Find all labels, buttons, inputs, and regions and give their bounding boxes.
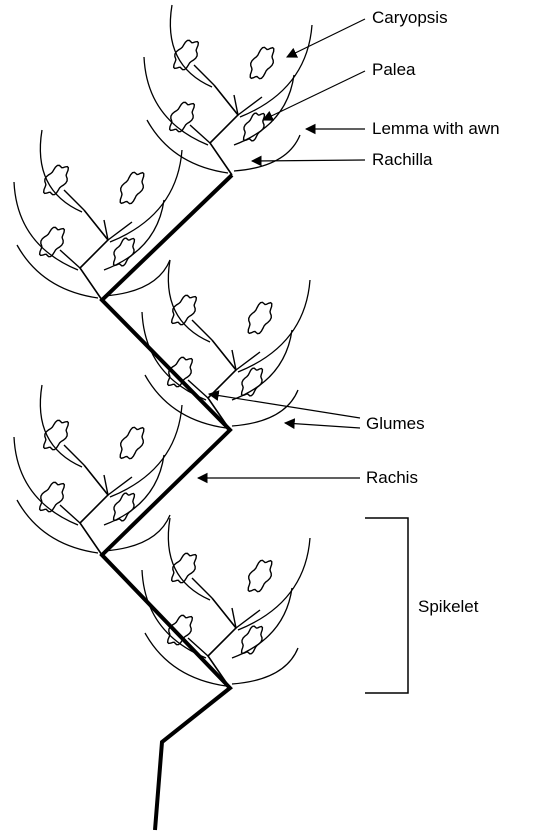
lemma-awn (40, 130, 82, 212)
floret (242, 297, 278, 339)
glume (17, 245, 98, 298)
lemma-awn (238, 538, 310, 630)
lemma-awn (110, 405, 182, 497)
floret (244, 42, 280, 84)
rachilla-leader (252, 160, 365, 161)
lemma-awn (232, 588, 292, 658)
rachilla (208, 340, 236, 430)
floret-stalk (192, 320, 212, 340)
floret (162, 610, 198, 650)
lemma-awn (168, 260, 210, 342)
label-palea: Palea (372, 61, 415, 78)
label-spikelet: Spikelet (418, 598, 478, 615)
lemma-awn (104, 455, 164, 525)
lemma-awn (104, 200, 164, 270)
floret-stalk (194, 65, 214, 85)
rachilla (80, 210, 108, 300)
rachilla (210, 85, 238, 175)
spikelet (142, 518, 310, 688)
spikelet (14, 385, 182, 555)
floret (34, 222, 70, 262)
caryopsis-leader (287, 19, 365, 57)
rachilla (208, 598, 236, 688)
rachis-axis (102, 175, 232, 830)
floret-stalk (192, 578, 212, 598)
glume (17, 500, 98, 553)
label-glumes: Glumes (366, 415, 425, 432)
lemma-awn (40, 385, 82, 467)
leader-lines (198, 19, 365, 478)
rachilla (80, 465, 108, 555)
spikelet (142, 260, 310, 430)
palea-leader (263, 71, 365, 120)
label-caryopsis: Caryopsis (372, 9, 448, 26)
floret (114, 167, 150, 209)
spikelet-bracket (365, 518, 408, 693)
glume (147, 120, 228, 173)
floret (34, 477, 70, 517)
floret-stalk (64, 190, 84, 210)
label-lemma-with-awn: Lemma with awn (372, 120, 500, 137)
floret-stalk (190, 125, 210, 143)
floret-stalk (60, 505, 80, 523)
spikelet (144, 5, 312, 175)
floret (242, 555, 278, 597)
lemma-awn (232, 330, 292, 400)
lemma-awn (110, 150, 182, 242)
floret (164, 97, 200, 137)
lemma-awn (170, 5, 212, 87)
glumes-leader-1 (209, 394, 360, 418)
floret-stalk (60, 250, 80, 268)
spikelet (14, 130, 182, 300)
lemma-awn (238, 280, 310, 372)
label-rachilla: Rachilla (372, 151, 432, 168)
floret-stalk (64, 445, 84, 465)
glumes-leader-2 (285, 423, 360, 428)
lemma-awn (168, 518, 210, 600)
label-rachis: Rachis (366, 469, 418, 486)
lemma-awn (240, 25, 312, 117)
floret (162, 352, 198, 392)
floret (114, 422, 150, 464)
